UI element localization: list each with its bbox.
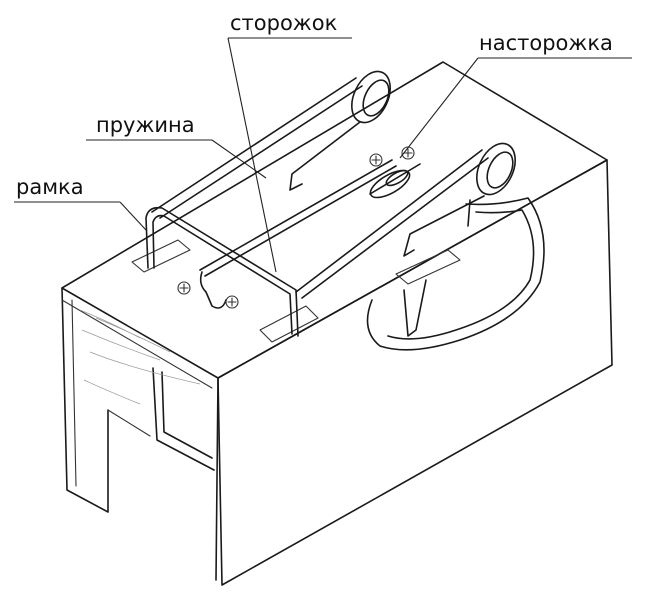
trigger-mechanism [177, 146, 421, 309]
label-pruzhina: пружина [96, 113, 195, 137]
noose-pin [403, 279, 427, 337]
spring-right-coil [476, 142, 516, 196]
spring-right-hook [403, 195, 485, 257]
spring-left-hook [289, 121, 361, 191]
guard-wire-loop [199, 271, 227, 309]
box-left-edge [61, 287, 109, 513]
springs [151, 70, 516, 299]
box-wood-grain [79, 309, 201, 405]
spring-left-coil [351, 70, 391, 124]
label-ramka: рамка [16, 175, 84, 199]
frame-wire-outer [145, 206, 299, 337]
frame-screw-2-cross [227, 297, 237, 307]
trigger-loop [369, 169, 411, 199]
box-inner-frame-2 [161, 371, 213, 459]
box-corner-edge [215, 377, 219, 581]
label-nastorozhka: насторожка [479, 31, 613, 55]
slot-plate-left [131, 239, 191, 273]
guard-wire-rod-2 [204, 165, 397, 277]
noose-inner [387, 209, 535, 340]
box-panel-edge [61, 299, 213, 389]
leader-ramka [119, 201, 147, 231]
box-floor-line [107, 409, 151, 437]
frame-screw-2 [225, 295, 239, 309]
box-front-face [217, 159, 613, 586]
slot-plate-right [395, 249, 461, 285]
spring-left-arm-top-2 [159, 85, 363, 219]
guard-wire-rod [199, 159, 393, 271]
spring-right-arm-top [295, 149, 483, 293]
frame-screw-1 [177, 281, 191, 295]
box-top-face [61, 61, 608, 379]
trigger-screw-2-cross [403, 148, 413, 158]
trigger-bar [369, 163, 421, 195]
slot-plate-mid [259, 305, 319, 343]
spring-right-arm-top-2 [301, 157, 489, 299]
frame-screw-1-cross [179, 283, 189, 293]
box-body [61, 61, 613, 586]
leader-nastorozhka [399, 57, 479, 159]
label-storozhok: сторожок [230, 11, 337, 35]
trigger-screw-1 [369, 153, 383, 167]
noose-loop [366, 197, 545, 351]
noose-outer [366, 197, 545, 351]
leader-pruzhina [211, 139, 267, 179]
guard-wire [199, 159, 397, 309]
spring-left-coil-inner [362, 79, 390, 117]
spring-left-arm-top [151, 77, 357, 213]
box-panel-inner [71, 299, 77, 487]
spring-right-coil-inner [486, 151, 514, 189]
box-inner-frame [152, 367, 215, 471]
leader-lines [14, 37, 632, 273]
trigger-screw-1-cross [371, 155, 381, 165]
leader-storozhok [227, 37, 277, 273]
